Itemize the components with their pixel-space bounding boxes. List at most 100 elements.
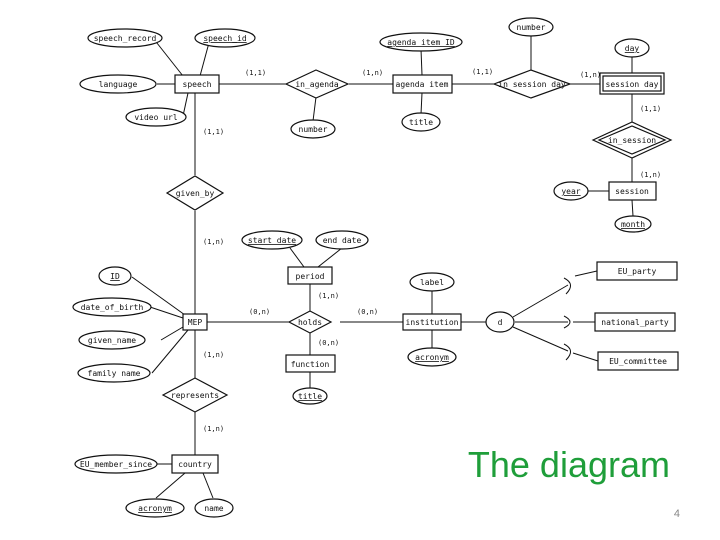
entity-period-label: period: [296, 272, 325, 281]
cardinality-agenda-in-agenda: (1,n): [362, 69, 383, 77]
relationship-in-agenda[interactable]: in_agenda: [284, 69, 350, 99]
entity-country-label: country: [178, 460, 212, 469]
entity-function[interactable]: function: [285, 354, 336, 373]
cardinality-session-day-in-session-day: (1,n): [580, 71, 601, 79]
cardinality-mep-given-by: (1,n): [203, 238, 224, 246]
attr-acronym-country[interactable]: acronym: [125, 498, 185, 518]
entity-agenda-item-label: agenda item: [396, 80, 449, 89]
attr-language-label: language: [99, 80, 138, 89]
cardinality-institution-holds: (0,n): [357, 308, 378, 316]
attr-id[interactable]: ID: [98, 266, 132, 286]
attr-agenda-item-id-label: agenda item ID: [387, 38, 455, 47]
relationship-in-session[interactable]: in_session: [591, 121, 673, 159]
relationship-in-session-day[interactable]: in session day: [492, 69, 572, 99]
relationship-represents[interactable]: represents: [161, 377, 229, 413]
cardinality-session-in-session: (1,n): [640, 171, 661, 179]
attr-day-label: day: [625, 44, 640, 53]
cardinality-session-day-in-session: (1,1): [640, 105, 661, 113]
cardinality-mep-represents: (1,n): [203, 351, 224, 359]
attr-name-label: name: [204, 504, 223, 513]
attr-family-name-label: family name: [88, 369, 141, 378]
attr-family-name[interactable]: family name: [77, 363, 151, 383]
slide-title: The diagram: [467, 444, 670, 485]
cardinality-function-holds: (0,n): [318, 339, 339, 347]
entity-session[interactable]: session: [608, 181, 657, 201]
attr-eu-member-since[interactable]: EU_member_since: [74, 454, 158, 474]
edges: [131, 36, 634, 499]
relationship-in-agenda-label: in_agenda: [295, 80, 339, 89]
attr-end-date-label: end date: [323, 236, 362, 245]
attr-language[interactable]: language: [79, 74, 157, 94]
cardinality-agenda-in-session-day: (1,1): [472, 68, 493, 76]
attr-acronym-country-label: acronym: [138, 504, 172, 513]
relationship-given-by-label: given_by: [176, 189, 215, 198]
attr-agenda-item-id[interactable]: agenda item ID: [379, 32, 463, 52]
cardinality-labels: (1,1) (1,n) (1,1) (1,n) (1,1) (1,n) (1,1…: [203, 68, 661, 433]
attr-year-label: year: [561, 187, 580, 196]
relationship-holds-label: holds: [298, 318, 322, 327]
attr-label[interactable]: label: [409, 272, 455, 292]
attr-speech-id[interactable]: speech_id: [194, 28, 256, 48]
attr-start-date-label: start date: [248, 236, 296, 245]
attr-given-name-label: given_name: [88, 336, 136, 345]
entity-national-party[interactable]: national_party: [594, 312, 676, 332]
attr-title-agenda-label: title: [409, 118, 433, 127]
entity-function-label: function: [291, 360, 330, 369]
attr-title-agenda[interactable]: title: [401, 112, 441, 132]
entity-country[interactable]: country: [171, 454, 219, 474]
entity-session-day[interactable]: session day: [599, 72, 665, 95]
relationship-holds[interactable]: holds: [287, 310, 333, 334]
attr-number-top-label: number: [517, 23, 546, 32]
attr-speech-record[interactable]: speech_record: [87, 28, 163, 48]
entity-mep[interactable]: MEP: [182, 313, 208, 331]
attr-label-label: label: [420, 278, 444, 287]
entity-national-party-label: national_party: [601, 318, 669, 327]
attr-month-label: month: [621, 220, 645, 229]
attr-title-function[interactable]: title: [292, 387, 328, 405]
entity-institution[interactable]: institution: [402, 313, 462, 331]
entity-mep-label: MEP: [188, 318, 203, 327]
entity-agenda-item[interactable]: agenda item: [392, 74, 453, 94]
entity-eu-committee[interactable]: EU_committee: [597, 351, 679, 371]
attr-number-top[interactable]: number: [508, 17, 554, 37]
attr-video-url-label: video url: [134, 113, 178, 122]
attr-id-label: ID: [110, 272, 120, 281]
relationship-in-session-label: in_session: [608, 136, 656, 145]
relationship-given-by[interactable]: given_by: [165, 175, 225, 211]
attr-end-date[interactable]: end date: [315, 230, 369, 250]
attr-start-date[interactable]: start date: [241, 230, 303, 250]
attr-speech-id-label: speech_id: [203, 34, 247, 43]
attr-name[interactable]: name: [194, 498, 234, 518]
entity-period[interactable]: period: [287, 266, 333, 285]
attr-day[interactable]: day: [614, 38, 650, 58]
attr-eu-member-since-label: EU_member_since: [80, 460, 152, 469]
slide-page-number: 4: [673, 508, 680, 520]
attr-number-agenda-label: number: [299, 125, 328, 134]
entity-eu-committee-label: EU_committee: [609, 357, 667, 366]
entity-eu-party-label: EU_party: [618, 267, 657, 276]
attr-speech-record-label: speech_record: [94, 34, 157, 43]
cardinality-country-represents: (1,n): [203, 425, 224, 433]
entity-eu-party[interactable]: EU_party: [596, 261, 678, 281]
entity-speech[interactable]: speech: [174, 74, 220, 94]
attr-given-name[interactable]: given_name: [78, 330, 146, 350]
attr-date-of-birth-label: date_of_birth: [81, 303, 144, 312]
specialization-node[interactable]: d: [485, 311, 515, 333]
attr-number-agenda[interactable]: number: [290, 119, 336, 139]
relationship-in-session-day-label: in session day: [498, 80, 566, 89]
entity-speech-label: speech: [183, 80, 212, 89]
cardinality-speech-given-by: (1,1): [203, 128, 224, 136]
attr-year[interactable]: year: [553, 181, 589, 201]
entity-session-label: session: [615, 187, 649, 196]
relationship-represents-label: represents: [171, 391, 219, 400]
entity-institution-label: institution: [406, 318, 459, 327]
cardinality-period-holds: (1,n): [318, 292, 339, 300]
cardinality-mep-holds: (0,n): [249, 308, 270, 316]
attr-title-function-label: title: [298, 392, 322, 401]
attr-acronym-institution[interactable]: acronym: [407, 347, 457, 367]
specialization-label: d: [498, 318, 503, 327]
attr-video-url[interactable]: video url: [125, 107, 187, 127]
attr-month[interactable]: month: [614, 215, 652, 233]
attr-date-of-birth[interactable]: date_of_birth: [72, 297, 152, 317]
